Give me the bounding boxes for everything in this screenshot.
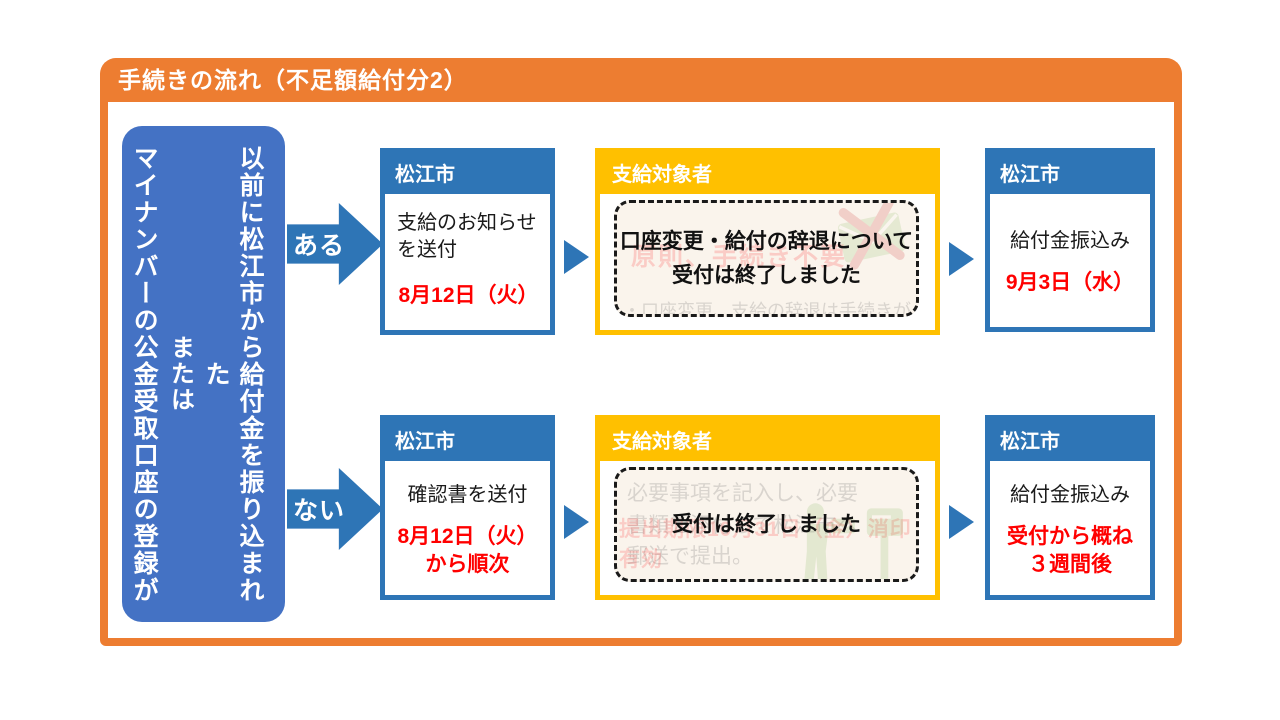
step-box-recipient-row2: 支給対象者 必要事項を記入し、必要 書類を添付して松江市へ 郵送で提出。 提出期… xyxy=(595,415,940,600)
faded-deadline-text: 提出期限10月31日（金）消印有効 xyxy=(619,518,912,571)
branch-arrow-yes-label: ある xyxy=(293,232,346,260)
step-body: 給付金振込み 9月3日（水） xyxy=(990,194,1150,331)
faded-original-text: 必要事項を記入し、必要 書類を添付して松江市へ 郵送で提出。 xyxy=(627,482,858,568)
page-title: 手続きの流れ（不足額給付分2） xyxy=(100,58,1182,102)
step-box-payment-row1: 松江市 給付金振込み 9月3日（水） xyxy=(985,148,1155,332)
step-box-notice-sent: 松江市 支給のお知らせ を送付 8月12日（火） xyxy=(380,148,555,335)
faded-original-text: 原則、手続き不要 xyxy=(631,243,848,271)
closed-notice-text: 受付は終了しました xyxy=(672,512,861,536)
branch-arrow-no-label: ない xyxy=(293,497,346,525)
step-header-city: 松江市 xyxy=(385,420,550,461)
step-date: 8月12日（火） xyxy=(398,284,539,307)
step-text: 給付金振込み xyxy=(1010,230,1130,253)
closed-notice-panel: 原則、手続き不要 ・口座変更、支給の辞退は手続きが必要 口座変更・給付の辞退につ… xyxy=(614,200,919,317)
step-body: 支給のお知らせ を送付 8月12日（火） xyxy=(385,194,550,319)
envelope-crossed-icon xyxy=(837,203,906,270)
condition-connector: または xyxy=(166,335,194,413)
condition-line-mynumber: マイナンバーの公金受取口座の登録が xyxy=(130,144,159,604)
condition-line-received: 以前に松江市から給付金を振り込まれた xyxy=(202,144,264,604)
step-box-recipient-row1: 支給対象者 原則、手続き不要 ・口座変更、支給の辞退は手続きが必要 口座変更・給… xyxy=(595,148,940,335)
step-date: 9月3日（水） xyxy=(1005,271,1135,295)
step-text: 支給のお知らせ を送付 xyxy=(397,212,537,261)
closed-notice-text: 口座変更・給付の辞退について 受付は終了しました xyxy=(619,229,914,287)
step-header-city: 松江市 xyxy=(990,153,1150,194)
step-header-recipient: 支給対象者 xyxy=(600,153,935,194)
condition-vertical-text: 以前に松江市から給付金を振り込まれた または マイナンバーの公金受取口座の登録が xyxy=(122,126,285,622)
step-text: 給付金振込み xyxy=(1010,484,1130,507)
step-date: 8月12日（火） から順次 xyxy=(397,525,538,576)
step-box-payment-row2: 松江市 給付金振込み 受付から概ね ３週間後 xyxy=(985,415,1155,600)
step-date: 受付から概ね ３週間後 xyxy=(1007,525,1133,576)
step-header-recipient: 支給対象者 xyxy=(600,420,935,461)
condition-panel: 以前に松江市から給付金を振り込まれた または マイナンバーの公金受取口座の登録が xyxy=(122,126,285,622)
page-title-text: 手続きの流れ（不足額給付分2） xyxy=(118,67,468,93)
closed-notice-panel: 必要事項を記入し、必要 書類を添付して松江市へ 郵送で提出。 提出期限10月31… xyxy=(614,467,919,582)
step-header-city: 松江市 xyxy=(385,153,550,194)
step-body: 確認書を送付 8月12日（火） から順次 xyxy=(385,461,550,599)
faded-original-subtext: ・口座変更、支給の辞退は手続きが必要 xyxy=(623,301,911,317)
step-box-confirmation-sent: 松江市 確認書を送付 8月12日（火） から順次 xyxy=(380,415,555,600)
step-text: 確認書を送付 xyxy=(407,484,528,507)
step-header-city: 松江市 xyxy=(990,420,1150,461)
step-body: 給付金振込み 受付から概ね ３週間後 xyxy=(990,461,1150,599)
mail-posting-person-icon xyxy=(804,503,903,579)
